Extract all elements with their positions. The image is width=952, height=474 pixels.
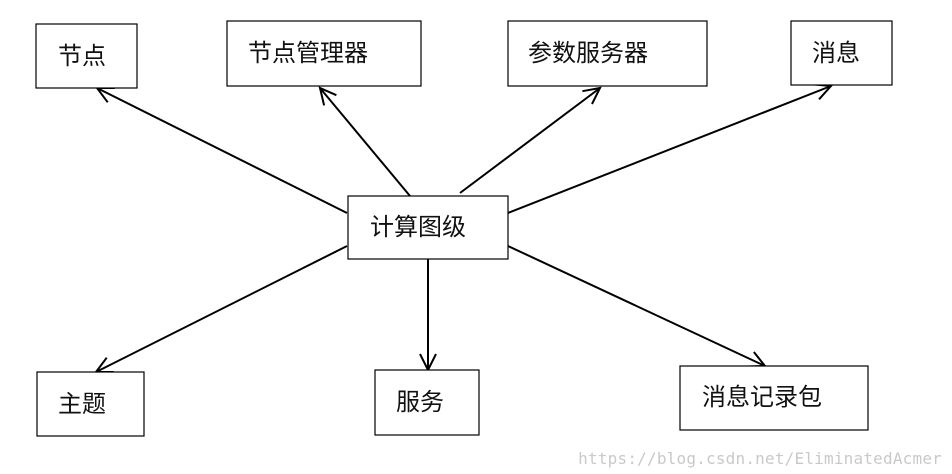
edge-to-topics — [96, 245, 348, 372]
node-services: 服务 — [374, 369, 480, 436]
edge-to-message-bags — [507, 245, 765, 366]
node-messages: 消息 — [790, 20, 893, 86]
node-messages-label: 消息 — [812, 39, 860, 67]
node-topics: 主题 — [36, 371, 145, 437]
node-parameter-server: 参数服务器 — [507, 20, 708, 87]
node-services-label: 服务 — [396, 388, 444, 416]
center-node-label: 计算图级 — [370, 213, 466, 241]
edges — [96, 86, 831, 372]
node-parameter-server-label: 参数服务器 — [528, 39, 648, 67]
node-message-bags: 消息记录包 — [679, 365, 869, 431]
edge-to-messages — [507, 86, 831, 214]
edge-to-nodes — [97, 88, 348, 214]
node-nodes: 节点 — [35, 23, 138, 89]
node-nodes-label: 节点 — [58, 42, 106, 70]
watermark-url: https://blog.csdn.net/EliminatedAcmer — [578, 449, 942, 468]
node-node-manager: 节点管理器 — [226, 20, 422, 87]
center-node: 计算图级 — [347, 195, 509, 260]
edge-to-node-manager — [320, 88, 411, 197]
edge-to-parameter-server — [459, 88, 600, 194]
node-topics-label: 主题 — [58, 390, 106, 418]
node-message-bags-label: 消息记录包 — [702, 383, 822, 411]
node-node-manager-label: 节点管理器 — [248, 39, 368, 67]
